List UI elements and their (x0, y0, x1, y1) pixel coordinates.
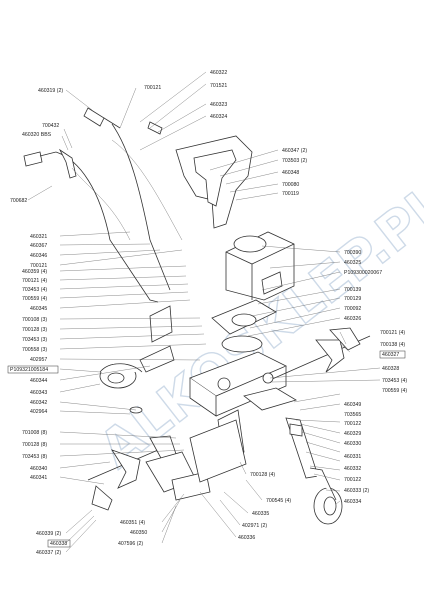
handlebar-tube-upper (111, 123, 171, 291)
label-402957: 402957 (30, 357, 47, 363)
label-700138: 700138 (4) (380, 342, 405, 348)
leader-lines (27, 71, 381, 553)
label-460347: 460347 (2) (282, 148, 307, 154)
label-p109300020067: P109300020067 (344, 270, 382, 276)
label-700121-top: 700121 (144, 85, 161, 91)
label-460348: 460348 (282, 170, 299, 176)
label-460350: 460350 (130, 530, 147, 536)
label-700128-8: 700128 (8) (22, 442, 47, 448)
label-460341: 460341 (30, 475, 47, 481)
label-box-460338 (47, 539, 71, 548)
label-700121-4-right: 700121 (4) (380, 330, 405, 336)
label-703503: 703503 (2) (282, 158, 307, 164)
clutch-cable (111, 139, 183, 241)
label-460330: 460330 (344, 441, 361, 447)
label-460326: 460326 (344, 316, 361, 322)
label-460351: 460351 (4) (120, 520, 145, 526)
label-460329: 460329 (344, 431, 361, 437)
label-460346: 460346 (30, 253, 47, 259)
label-700108: 700108 (3) (22, 317, 47, 323)
label-700121-4: 700121 (4) (22, 278, 47, 284)
label-701521: 701521 (210, 83, 227, 89)
tines-right (262, 327, 371, 384)
label-460359: 460359 (4) (22, 269, 47, 275)
label-460338: 460338 (50, 541, 67, 547)
label-460324: 460324 (210, 114, 227, 120)
part-labels: 460319 (2) 700432 460320 BBS 700682 7001… (7, 70, 407, 556)
label-460327: 460327 (382, 352, 399, 358)
belt-guard (175, 135, 253, 229)
label-box-p109321 (7, 365, 59, 374)
tines-left (87, 435, 177, 511)
pulley-belt (99, 363, 143, 414)
label-700128-4: 700128 (4) (250, 472, 275, 478)
label-460331: 460331 (344, 454, 361, 460)
label-703453-8: 703453 (8) (22, 454, 47, 460)
label-460325: 460325 (344, 260, 361, 266)
label-701008: 701008 (8) (22, 430, 47, 436)
label-460345: 460345 (30, 306, 47, 312)
label-700121: 700121 (30, 263, 47, 269)
label-460339: 460339 (2) (36, 531, 61, 537)
label-460334: 460334 (344, 499, 361, 505)
engine-mount-plate (211, 299, 277, 353)
label-700432: 700432 (42, 123, 59, 129)
label-460335: 460335 (252, 511, 269, 517)
label-p109321005184: P109321005184 (10, 367, 48, 373)
transport-wheel (309, 467, 343, 525)
label-460336: 460336 (238, 535, 255, 541)
label-460328: 460328 (382, 366, 399, 372)
right-handle-grip (23, 151, 57, 167)
label-402964: 402964 (30, 409, 47, 415)
label-460320: 460320 BBS (22, 132, 52, 138)
label-460367: 460367 (30, 243, 47, 249)
label-460333: 460333 (2) (344, 488, 369, 494)
clutch-lever (147, 121, 163, 135)
side-shields (145, 387, 297, 501)
label-460323: 460323 (210, 102, 227, 108)
label-box-460327 (379, 350, 406, 359)
label-703453-3: 703453 (3) (22, 337, 47, 343)
label-460337: 460337 (2) (36, 550, 61, 556)
watermark-text: ALKOSKLEP.PL (89, 173, 424, 480)
label-700122: 700122 (344, 421, 361, 427)
label-460344: 460344 (30, 378, 47, 384)
label-407596: 407596 (2) (118, 541, 143, 547)
label-703565: 703565 (344, 412, 361, 418)
label-700559-4-right: 700559 (4) (382, 388, 407, 394)
shift-rod (149, 305, 173, 343)
label-460349: 460349 (344, 402, 361, 408)
label-703453-4: 703453 (4) (22, 287, 47, 293)
label-703453-4-right: 703453 (4) (382, 378, 407, 384)
label-700128-3: 700128 (3) (22, 327, 47, 333)
label-700129: 700129 (344, 296, 361, 302)
label-402971: 402971 (2) (242, 523, 267, 529)
label-700682: 700682 (10, 198, 27, 204)
label-700390: 700390 (344, 250, 361, 256)
label-460321: 460321 (30, 234, 47, 240)
label-700092: 700092 (344, 306, 361, 312)
bracket-left (139, 345, 175, 373)
throttle-lever (58, 148, 77, 179)
label-460340: 460340 (30, 466, 47, 472)
label-700119: 700119 (282, 191, 299, 197)
left-handle-grip (83, 107, 121, 129)
label-460322: 460322 (210, 70, 227, 76)
label-700122-b: 700122 (344, 477, 361, 483)
label-700559-4: 700559 (4) (22, 296, 47, 302)
label-460342: 460342 (30, 400, 47, 406)
label-460332: 460332 (344, 466, 361, 472)
label-700139: 700139 (344, 287, 361, 293)
engine (225, 231, 295, 301)
throttle-cable (71, 167, 131, 241)
label-700558: 700558 (3) (22, 347, 47, 353)
label-460319: 460319 (2) (38, 88, 63, 94)
label-460343: 460343 (30, 390, 47, 396)
label-700080: 700080 (282, 182, 299, 188)
label-700545: 700545 (4) (266, 498, 291, 504)
